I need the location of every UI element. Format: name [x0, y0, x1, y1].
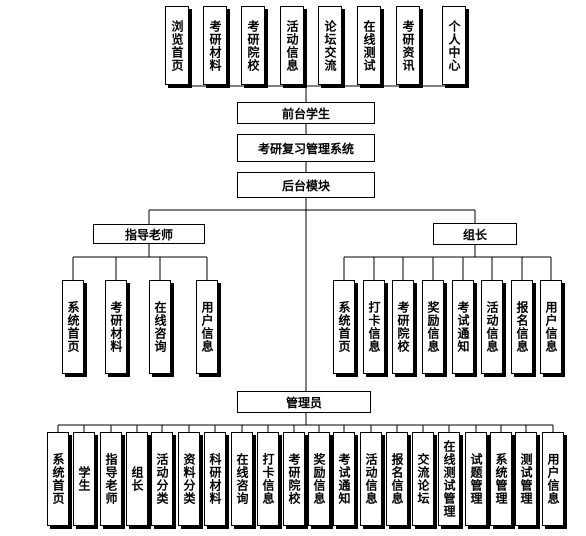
teacher-module-label: 用户信息 — [200, 301, 214, 353]
admin-module-box: 交流论坛 — [412, 432, 434, 526]
admin-module-label: 资料分类 — [182, 453, 196, 505]
backend-module-box: 后台模块 — [237, 172, 375, 198]
admin-module-box: 在线咨询 — [231, 432, 253, 526]
leader-module-label: 考试通知 — [456, 301, 470, 353]
system-title-box: 考研复习管理系统 — [237, 134, 375, 162]
admin-module-label: 考研院校 — [287, 453, 301, 505]
front-module-box: 个人中心 — [442, 6, 466, 85]
admin-module-box: 系统首页 — [47, 432, 69, 526]
admin-module-box: 试题管理 — [465, 432, 487, 526]
admin-module-label: 奖励信息 — [312, 453, 326, 505]
admin-module-box: 活动分类 — [151, 432, 173, 526]
teacher-module-box: 考研材料 — [105, 280, 127, 374]
teacher-module-box: 系统首页 — [62, 280, 84, 374]
leader-module-box: 用户信息 — [540, 280, 562, 374]
teacher-module-label: 考研材料 — [109, 301, 123, 353]
admin-module-label: 指导老师 — [104, 453, 118, 505]
admin-module-label: 系统首页 — [51, 453, 65, 505]
leader-module-box: 奖励信息 — [422, 280, 444, 374]
front-module-label: 活动信息 — [285, 19, 299, 72]
admin-module-label: 组长 — [130, 466, 144, 492]
admin-module-label: 用户信息 — [546, 453, 560, 505]
leader-module-label: 用户信息 — [544, 301, 558, 353]
front-module-box: 活动信息 — [280, 6, 304, 85]
leader-module-label: 打卡信息 — [367, 301, 381, 353]
front-module-label: 考研院校 — [246, 19, 260, 72]
admin-module-box: 科研材料 — [204, 432, 226, 526]
admin-module-label: 在线咨询 — [235, 453, 249, 505]
leader-module-label: 报名信息 — [515, 301, 529, 353]
admin-module-box: 活动信息 — [360, 432, 382, 526]
admin-module-label: 系统管理 — [494, 453, 508, 505]
leader-module-box: 活动信息 — [481, 280, 503, 374]
admin-module-box: 考研院校 — [283, 432, 305, 526]
admin-module-label: 活动分类 — [155, 453, 169, 505]
admin-module-label: 在线测试管理 — [442, 440, 456, 518]
admin-box: 管理员 — [237, 391, 371, 413]
admin-module-box: 测试管理 — [515, 432, 537, 526]
admin-module-box: 指导老师 — [100, 432, 122, 526]
leader-module-label: 考研院校 — [396, 301, 410, 353]
leader-module-label: 系统首页 — [337, 301, 351, 353]
admin-module-label: 学生 — [77, 466, 91, 492]
leader-module-box: 打卡信息 — [363, 280, 385, 374]
front-module-label: 论坛交流 — [323, 19, 337, 72]
admin-module-box: 报名信息 — [386, 432, 408, 526]
leader-module-box: 考研院校 — [392, 280, 414, 374]
admin-module-box: 在线测试管理 — [438, 432, 460, 526]
admin-module-label: 测试管理 — [519, 453, 533, 505]
leader-module-box: 系统首页 — [333, 280, 355, 374]
teacher-module-label: 系统首页 — [66, 301, 80, 353]
admin-module-box: 考试通知 — [333, 432, 355, 526]
front-module-box: 论坛交流 — [318, 6, 342, 85]
leader-box: 组长 — [433, 223, 517, 245]
admin-module-label: 报名信息 — [390, 453, 404, 505]
front-module-label: 浏览首页 — [170, 19, 184, 72]
front-module-box: 考研院校 — [241, 6, 265, 85]
admin-module-box: 组长 — [126, 432, 148, 526]
teacher-module-box: 在线咨询 — [149, 280, 171, 374]
admin-module-box: 系统管理 — [490, 432, 512, 526]
front-student-box: 前台学生 — [237, 102, 375, 124]
admin-module-label: 交流论坛 — [416, 453, 430, 505]
admin-module-label: 活动信息 — [364, 453, 378, 505]
front-module-label: 在线测试 — [362, 19, 376, 72]
front-module-label: 个人中心 — [447, 19, 461, 72]
front-module-label: 考研资讯 — [401, 19, 415, 72]
teacher-module-label: 在线咨询 — [153, 301, 167, 353]
teacher-module-box: 用户信息 — [196, 280, 218, 374]
admin-module-box: 打卡信息 — [257, 432, 279, 526]
admin-module-box: 奖励信息 — [308, 432, 330, 526]
admin-module-box: 学生 — [73, 432, 95, 526]
leader-module-box: 报名信息 — [511, 280, 533, 374]
leader-module-box: 考试通知 — [452, 280, 474, 374]
admin-module-label: 打卡信息 — [261, 453, 275, 505]
admin-module-label: 试题管理 — [469, 453, 483, 505]
front-module-box: 考研材料 — [203, 6, 227, 85]
front-module-box: 浏览首页 — [165, 6, 189, 85]
leader-module-label: 奖励信息 — [426, 301, 440, 353]
front-module-label: 考研材料 — [208, 19, 222, 72]
front-module-box: 在线测试 — [357, 6, 381, 85]
admin-module-box: 用户信息 — [542, 432, 564, 526]
front-module-box: 考研资讯 — [396, 6, 420, 85]
admin-module-label: 科研材料 — [208, 453, 222, 505]
teacher-box: 指导老师 — [93, 224, 205, 244]
leader-module-label: 活动信息 — [485, 301, 499, 353]
admin-module-box: 资料分类 — [178, 432, 200, 526]
admin-module-label: 考试通知 — [337, 453, 351, 505]
